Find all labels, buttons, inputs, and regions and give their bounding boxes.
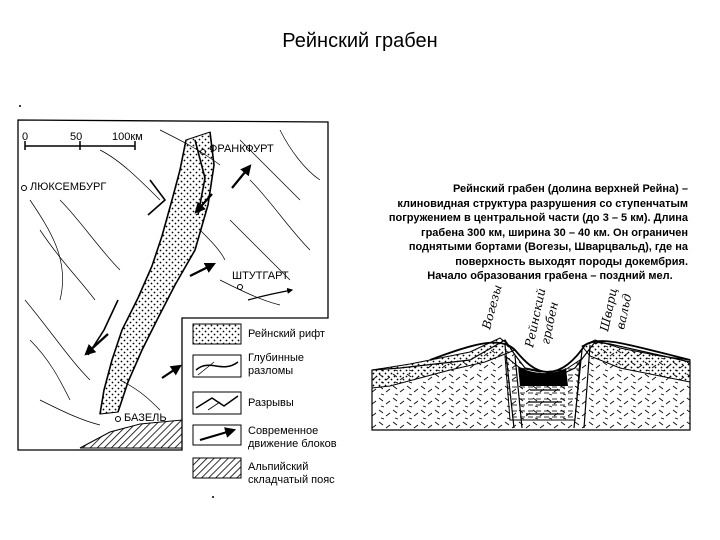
map-frame — [17, 119, 329, 451]
scale-mid: 50 — [70, 131, 82, 143]
scale-bar: 0 50 100км — [22, 131, 143, 150]
movement-arrows — [84, 164, 294, 379]
city-frankfurt-label: ФРАНКФУРТ — [209, 143, 274, 155]
legend — [192, 323, 242, 498]
page-title: Рейнский грабен — [282, 30, 438, 52]
city-stuttgart: ШТУТГАРТ — [232, 270, 289, 290]
map: 0 50 100км ФРАНКФУРТ ЛЮКСЕМБУРГ ШТУТГАРТ… — [17, 105, 329, 451]
city-luxembourg-label: ЛЮКСЕМБУРГ — [30, 181, 106, 193]
legend-deep-faults-label: Глубинные разломы — [248, 352, 304, 377]
description-paragraph-2: Начало образования грабена – поздний мел… — [427, 270, 673, 282]
legend-alpine-label: Альпийский складчатый пояс — [248, 461, 335, 486]
description-paragraph-1: Рейнский грабен (долина верхней Рейна) –… — [388, 183, 688, 268]
legend-breaks-label: Разрывы — [248, 397, 294, 409]
scale-zero: 0 — [22, 131, 28, 143]
scale-end: 100км — [112, 131, 143, 143]
legend-movement-label: Современное движение блоков — [248, 425, 337, 450]
city-stuttgart-label: ШТУТГАРТ — [232, 270, 289, 282]
alpine-belt-area — [79, 419, 183, 449]
graben-fill — [518, 366, 568, 386]
city-frankfurt: ФРАНКФУРТ — [200, 143, 274, 155]
city-luxembourg: ЛЮКСЕМБУРГ — [21, 181, 106, 193]
map-background-lines — [24, 129, 321, 426]
city-basel-label: БАЗЕЛЬ — [124, 412, 167, 424]
vosges-label: Вогезы — [479, 283, 505, 332]
cross-section: Вогезы Рейнский грабен Шварц вальд — [371, 283, 691, 431]
description: Рейнский грабен (долина верхней Рейна) –… — [382, 182, 688, 284]
legend-rift-label: Рейнский рифт — [248, 328, 325, 340]
city-basel: БАЗЕЛЬ — [115, 412, 167, 424]
